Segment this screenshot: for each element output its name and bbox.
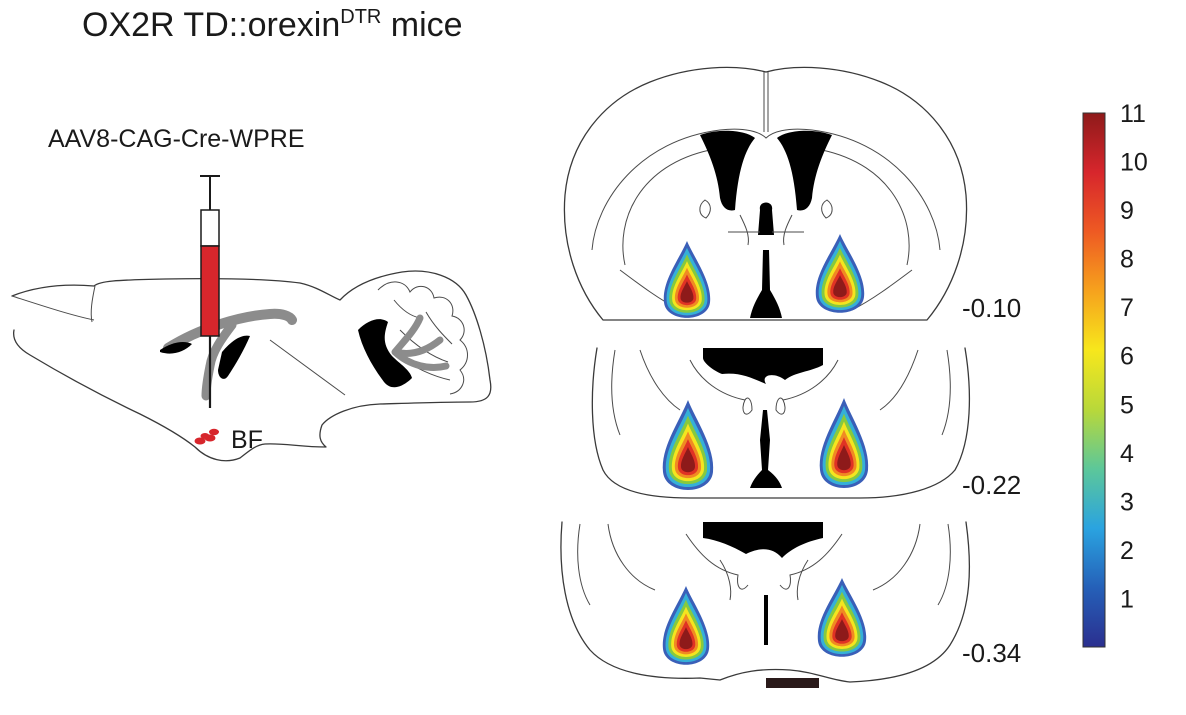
injection-dot [209,428,219,436]
syringe-barrel-fluid [200,245,220,337]
heatmap-band [833,275,847,298]
colorbar-tick-label: 2 [1120,537,1134,565]
section-2-hippocampus-left [689,359,753,415]
heatmap-overlays [662,234,869,665]
section-level-1: -0.10 [962,293,1021,323]
colorbar-tick-label: 6 [1120,343,1134,371]
colorbar-tick-label: 11 [1120,100,1146,128]
section-2-outline [591,347,971,499]
section-1-fiber-right [772,214,804,246]
cerebellum-white-matter [391,314,450,371]
thalamic-ventricle [218,335,250,379]
section-2-hippocampus-right [775,359,839,415]
section-1-inner-contour [619,149,913,311]
section-3-hippocampus-right [779,533,843,601]
olfactory-bulb-line [11,285,96,323]
colorbar-tick-label: 8 [1120,246,1134,274]
heatmap-band [837,445,851,471]
section-1-lateral-ventricle-left [700,130,755,211]
section-level-3: -0.34 [962,638,1021,668]
fourth-ventricle [358,319,412,388]
section-1-ac-right [821,199,833,219]
vector-label: AAV8-CAG-Cre-WPRE [48,125,305,153]
section-1-ac-left [699,199,711,219]
section-3-cortex-right [872,523,951,606]
coronal-section-3 [560,521,971,683]
coronal-section-1 [563,66,968,321]
section-1-third-ventricle [750,250,782,318]
heatmap-band [679,627,693,650]
section-3-midline [764,595,768,645]
section-1-septal-structure [758,202,774,235]
syringe [200,175,220,408]
section-2-cortex-right [879,349,951,436]
target-region-label: BF [231,426,263,454]
section-3-hippocampus-left [685,533,749,601]
colorbar-tick-label: 4 [1120,440,1134,468]
colorbar-tick-label: 10 [1120,149,1148,177]
colorbar-tick-label: 3 [1120,488,1134,516]
heatmap-blob [819,398,869,488]
injection-dot [194,437,206,445]
coronal-section-2 [591,347,971,499]
lateral-ventricle [160,342,192,354]
heatmap-band [680,281,694,303]
section-1-outline [563,66,968,321]
heatmap-band [680,447,696,473]
injection-dot [200,433,210,439]
brainstem-line [269,339,346,396]
heatmap-blob [662,400,714,490]
section-2-third-ventricle [750,410,782,488]
sagittal-brain-diagram: AAV8-CAG-Cre-WPRE BF [11,125,492,462]
colorbar: 1 2 3 4 5 6 7 8 9 10 11 [1082,100,1148,648]
section-1-lateral-ventricle-right [777,130,832,211]
colorbar-gradient [1082,112,1106,648]
colorbar-tick-label: 9 [1120,197,1134,225]
figure-title: OX2R TD::orexinDTR mice [82,6,463,44]
sagittal-brain-outline [11,270,492,462]
syringe-barrel-empty [200,209,220,247]
section-1-corpus-callosum [591,128,941,251]
colorbar-ticks: 1 2 3 4 5 6 7 8 9 10 11 [1120,100,1148,614]
section-level-2: -0.22 [962,470,1021,500]
section-2-ventricle [703,348,823,384]
scale-bar [766,678,819,688]
section-2-cortex-left [611,349,681,436]
section-1-fiber-left [728,214,760,246]
heatmap-blob [817,578,867,657]
section-3-cortex-left [577,523,656,606]
heatmap-band [835,619,849,642]
colorbar-tick-label: 1 [1120,586,1134,614]
heatmap-blob [815,234,865,313]
colorbar-tick-label: 7 [1120,294,1134,322]
injection-site-dots [194,428,219,445]
heatmap-blob [662,586,710,665]
section-3-ventricle [703,522,823,558]
cerebellum-folia [377,281,468,395]
colorbar-tick-label: 5 [1120,391,1134,419]
heatmap-blob [663,241,711,318]
section-3-outline [560,521,971,683]
section-1-midline [763,72,769,132]
corpus-callosum [163,308,297,353]
